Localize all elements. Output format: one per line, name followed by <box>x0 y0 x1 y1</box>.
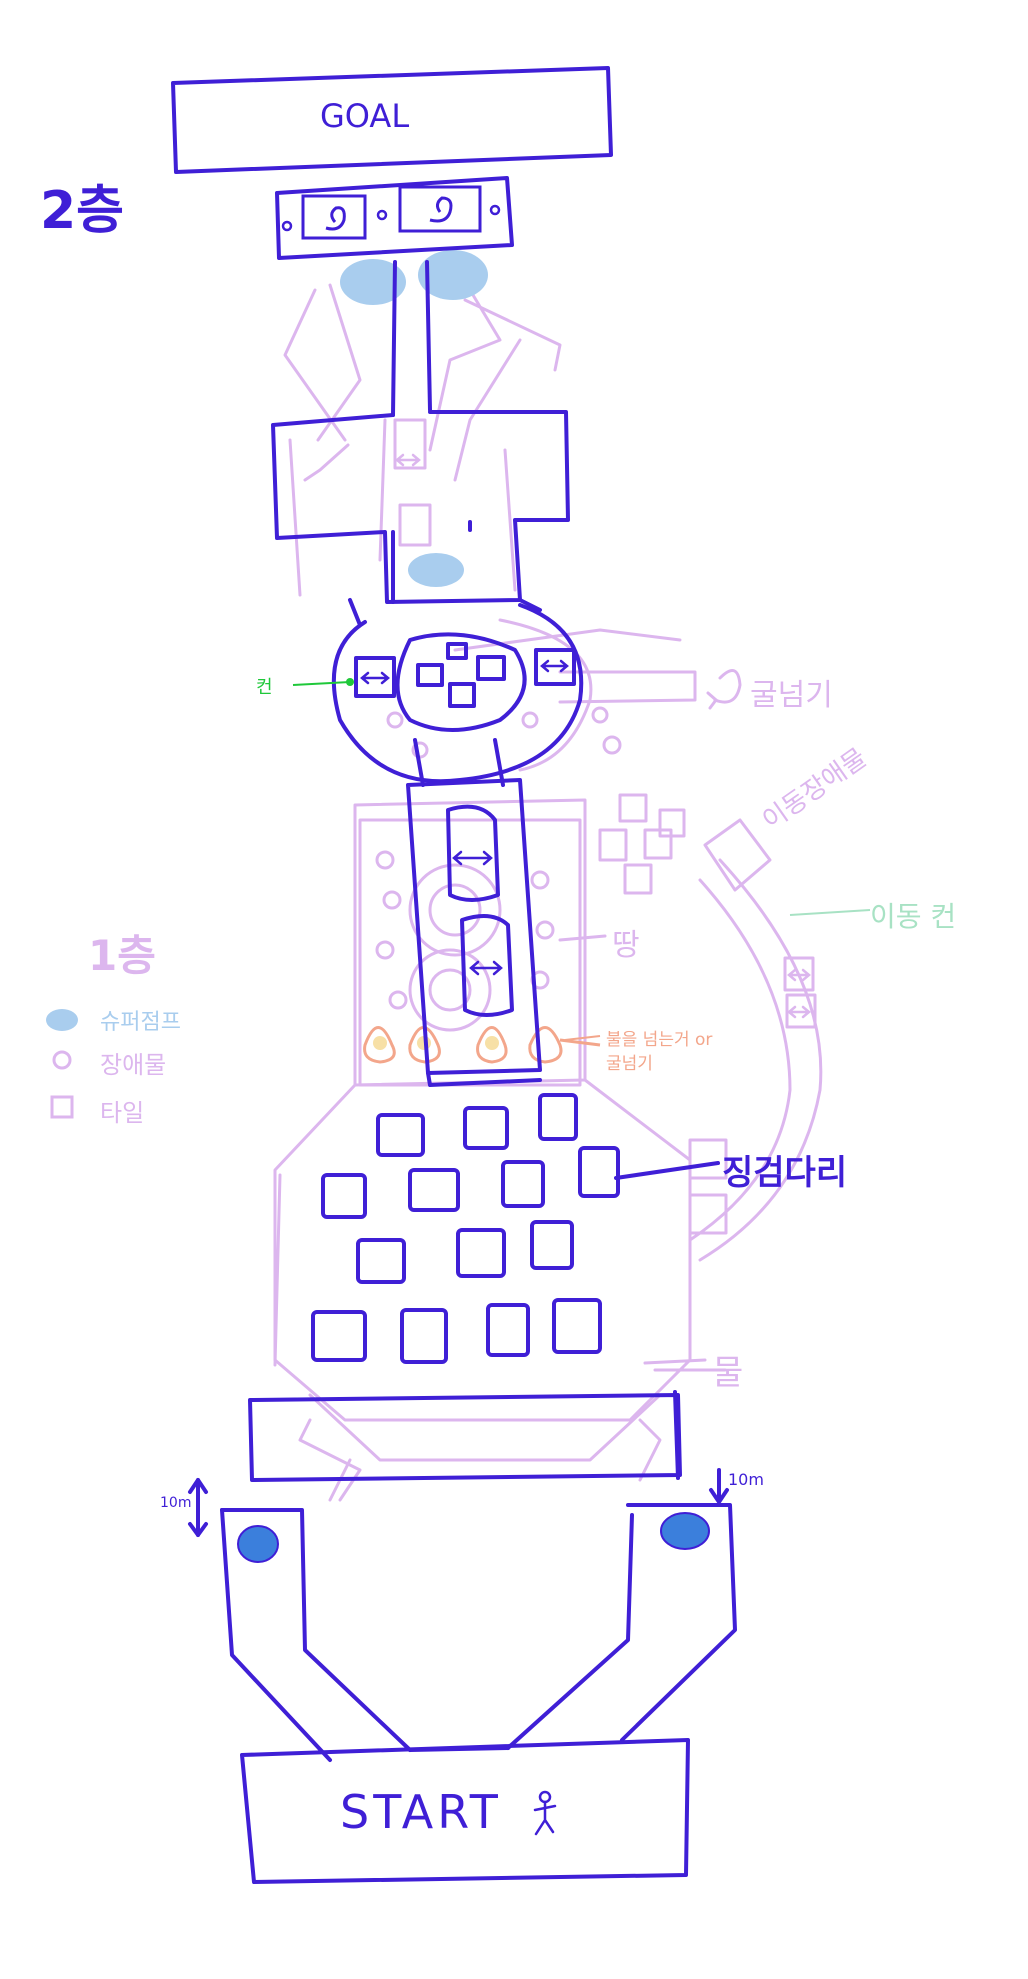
stepping-stone <box>321 1173 367 1219</box>
super-jump-pad-top-right <box>418 250 488 300</box>
jump-rotate-label: 굴넘기 <box>750 678 833 713</box>
stepping-stone <box>408 1168 460 1212</box>
start-label: START <box>340 1785 502 1839</box>
round-platform <box>331 603 584 784</box>
floor1-label: 1층 <box>88 931 156 980</box>
goal-platform <box>171 66 613 174</box>
floor2-label: 2층 <box>40 181 125 241</box>
stepping-stone <box>356 1238 406 1284</box>
jump-pad-right <box>660 1512 710 1550</box>
long-conveyor-strip <box>406 778 542 1075</box>
stepping-stone <box>552 1298 602 1354</box>
start-jump-pads <box>237 1512 710 1563</box>
swirl-icon <box>301 194 367 240</box>
legend-tile: 타일 <box>100 1099 145 1127</box>
stick-figure-icon <box>533 1790 557 1836</box>
swirl-platform <box>275 176 514 260</box>
super-jump-pads <box>340 250 488 587</box>
legend-obstacle-swatch <box>52 1050 72 1070</box>
water-label: 물 <box>712 1353 744 1393</box>
stepping-stone <box>578 1146 620 1198</box>
stepping-stone <box>463 1106 509 1150</box>
stepping-stones-label: 징검다리 <box>722 1153 848 1193</box>
stepping-stone <box>486 1303 530 1357</box>
goal-label: GOAL <box>320 97 410 135</box>
fire-jump-label: 불을 넘는거 or 굴넘기 <box>606 1030 713 1074</box>
super-jump-pad-top-left <box>340 259 406 305</box>
height-left-label: 10m <box>160 1495 192 1511</box>
ground-label: 땅 <box>612 928 640 963</box>
fire-row <box>363 1026 601 1064</box>
rotate-arrow-icon <box>706 669 742 710</box>
swirl-icon <box>398 185 482 233</box>
stepping-stone <box>530 1220 574 1270</box>
moving-conveyor-label: 이동 컨 <box>870 900 957 933</box>
legend-super-jump: 슈퍼점프 <box>100 1010 181 1035</box>
left-right-arrow-icon <box>469 960 503 976</box>
stepping-stone <box>538 1093 578 1141</box>
stepping-stone <box>376 1113 425 1157</box>
floor1-sketch <box>273 283 823 1502</box>
floor2-layout <box>171 66 737 1884</box>
conveyor-right <box>534 648 576 686</box>
jump-pad-left <box>237 1525 279 1563</box>
left-right-arrow-icon <box>540 659 569 673</box>
legend-obstacle: 장애물 <box>100 1051 167 1079</box>
conveyor-pointer <box>292 678 354 686</box>
left-right-arrow-icon <box>360 671 390 685</box>
stepping-stone <box>501 1160 545 1208</box>
conveyor-label: 컨 <box>256 677 273 698</box>
start-platform <box>240 1738 690 1884</box>
left-right-arrow-icon <box>452 850 493 866</box>
legend-tile-swatch <box>50 1095 74 1119</box>
super-jump-pad-middle <box>408 553 464 587</box>
stepping-stone <box>311 1310 367 1362</box>
left-right-arrow-icon <box>395 453 811 1019</box>
legend-symbols <box>46 1009 78 1119</box>
height-right-label: 10m <box>728 1470 764 1489</box>
stepping-stone <box>400 1308 448 1364</box>
legend-jump-pad-swatch <box>46 1009 78 1031</box>
bridge-platform <box>248 1393 682 1482</box>
cross-platform <box>271 410 570 604</box>
conveyor-left <box>354 656 396 698</box>
stepping-stone <box>456 1228 506 1278</box>
